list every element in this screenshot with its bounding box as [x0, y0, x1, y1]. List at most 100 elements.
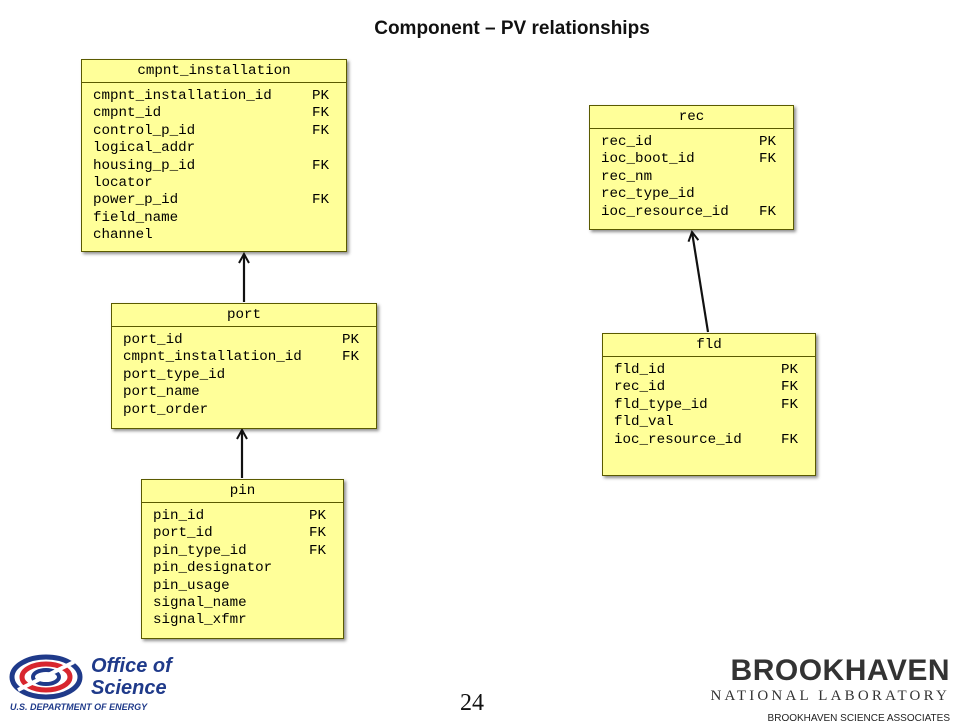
doe-swirl-icon [9, 654, 83, 700]
doe-office-of-science-logo: Office of Science U.S. DEPARTMENT OF ENE… [8, 650, 208, 717]
field-key [781, 414, 805, 431]
field-name: pin_designator [153, 560, 273, 577]
field-key: FK [781, 431, 799, 448]
field-key [309, 578, 333, 595]
field-name: control_p_id [93, 122, 196, 139]
field-name: cmpnt_id [93, 105, 162, 122]
field-key: FK [759, 151, 777, 168]
field-row: signal_xfmr [153, 612, 333, 629]
field-key: PK [759, 134, 777, 150]
bnl-assoc: BROOKHAVEN SCIENCE ASSOCIATES [767, 713, 950, 724]
field-key [309, 595, 333, 612]
field-name: rec_type_id [601, 186, 695, 203]
field-name: fld_val [614, 414, 674, 431]
field-row: pin_id PK [153, 508, 333, 525]
field-row: rec_id PK [601, 134, 783, 151]
field-row: cmpnt_installation_id PK [93, 88, 336, 105]
field-name: power_p_id [93, 192, 179, 209]
field-name: pin_id [153, 508, 205, 524]
field-name: channel [93, 227, 153, 244]
field-row: field_name [93, 210, 336, 227]
field-key: FK [312, 157, 330, 174]
field-key [312, 175, 336, 192]
field-row: cmpnt_installation_id FK [123, 349, 366, 366]
field-row: fld_type_id FK [614, 397, 805, 414]
field-row: rec_nm [601, 169, 783, 186]
field-name: rec_nm [601, 168, 653, 185]
field-row: pin_designator [153, 560, 333, 577]
field-key [759, 169, 783, 186]
field-key: FK [312, 192, 330, 209]
field-row: locator [93, 175, 336, 192]
entity-header: port [112, 304, 376, 327]
bnl-name: BROOKHAVEN [730, 654, 950, 687]
field-row: signal_name [153, 595, 333, 612]
field-key: PK [312, 88, 330, 104]
field-name: logical_addr [93, 140, 196, 157]
field-key [312, 210, 336, 227]
field-row: port_name [123, 384, 366, 401]
field-name: signal_name [153, 595, 247, 612]
field-name: port_id [153, 525, 213, 542]
field-name: pin_usage [153, 577, 230, 594]
field-key: FK [309, 525, 327, 542]
arrow-fld-to-rec [692, 232, 710, 333]
entity-header: cmpnt_installation [82, 60, 346, 83]
field-row: fld_id PK [614, 362, 805, 379]
field-row: power_p_id FK [93, 192, 336, 209]
field-row: port_order [123, 402, 366, 419]
field-name: fld_type_id [614, 396, 708, 413]
field-key [312, 227, 336, 244]
field-key: FK [312, 122, 330, 139]
field-name: port_order [123, 401, 209, 418]
field-row: port_id FK [153, 525, 333, 542]
field-key [312, 140, 336, 157]
field-key: FK [312, 105, 330, 122]
field-row: port_type_id [123, 367, 366, 384]
field-name: pin_type_id [153, 542, 247, 559]
field-key: PK [342, 332, 360, 348]
field-key [342, 402, 366, 419]
doe-sub: U.S. DEPARTMENT OF ENERGY [10, 702, 148, 712]
field-name: field_name [93, 209, 179, 226]
field-key: FK [342, 349, 360, 366]
field-name: rec_id [614, 379, 666, 396]
field-name: signal_xfmr [153, 612, 247, 629]
field-key [309, 612, 333, 629]
field-row: housing_p_id FK [93, 158, 336, 175]
field-name: fld_id [614, 362, 666, 378]
field-name: ioc_resource_id [614, 431, 742, 448]
field-name: port_type_id [123, 366, 226, 383]
field-name: port_id [123, 332, 183, 348]
doe-line2: Science [91, 677, 167, 699]
entity-fields: port_id PK cmpnt_installation_id FK port_typ… [112, 327, 376, 423]
bnl-logo: BROOKHAVEN NATIONAL LABORATORY BROOKHAVE… [710, 656, 950, 724]
field-row: port_id PK [123, 332, 366, 349]
field-row: logical_addr [93, 140, 336, 157]
field-name: cmpnt_installation_id [93, 88, 272, 104]
field-name: cmpnt_installation_id [123, 349, 302, 366]
field-name: housing_p_id [93, 157, 196, 174]
field-key [309, 560, 333, 577]
doe-line1: Office of [91, 655, 174, 677]
field-key [759, 186, 783, 203]
diagram-title: Component – PV relationships [374, 18, 650, 39]
field-name: locator [93, 175, 153, 192]
field-row: cmpnt_id FK [93, 105, 336, 122]
field-row: control_p_id FK [93, 123, 336, 140]
field-key: PK [309, 508, 327, 524]
field-row: ioc_resource_id FK [614, 432, 805, 449]
field-key: FK [309, 542, 327, 559]
field-name: rec_id [601, 134, 653, 150]
field-key: FK [781, 396, 799, 413]
field-key: PK [781, 362, 799, 378]
